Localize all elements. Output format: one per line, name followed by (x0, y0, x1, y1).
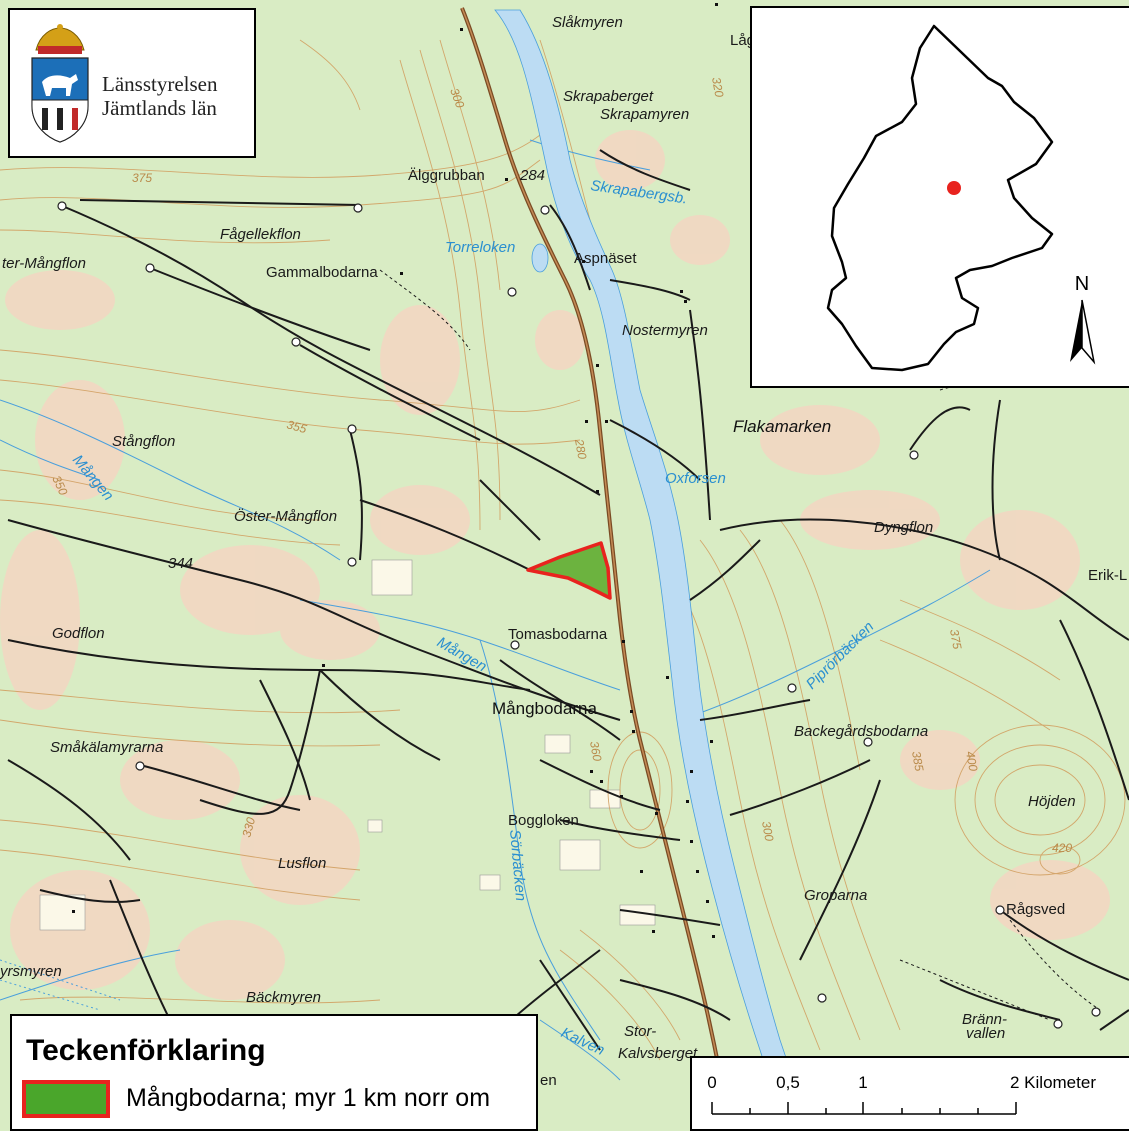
water-label: Oxforsen (665, 470, 726, 487)
place-label: Slåkmyren (552, 14, 623, 31)
streams (0, 139, 991, 1081)
logo-panel: Länsstyrelsen Jämtlands län (8, 8, 256, 158)
tracks (379, 269, 1101, 1021)
north-label: N (1075, 273, 1089, 295)
contour-label: 300 (447, 86, 467, 110)
place-label: Flakamarken (733, 417, 831, 436)
place-label: en (540, 1072, 557, 1089)
legend-swatch (22, 1080, 110, 1118)
jamtland-county-shape (826, 24, 1054, 372)
place-label: Rågsved (1006, 901, 1065, 918)
place-label: Godflon (52, 625, 105, 642)
place-label: Groparna (804, 887, 867, 904)
place-label: Erik-L (1088, 567, 1127, 584)
mire-areas (0, 130, 1110, 1000)
buildings (72, 3, 718, 938)
place-label: Boggloken (508, 812, 579, 829)
contour-label: 375 (947, 628, 964, 650)
place-label: Skrapaberget (563, 88, 654, 105)
place-label: Älggrubban (408, 167, 485, 184)
place-label: Bäckmyren (246, 989, 321, 1006)
lake-torreloken (531, 243, 549, 273)
place-label: Lusflon (278, 855, 326, 872)
place-label: 344 (168, 555, 193, 572)
contour-label: 375 (132, 171, 152, 185)
place-label: Höjden (1028, 793, 1076, 810)
scale-bar: 0 0,5 1 2 Kilometer (707, 1073, 1096, 1115)
place-label: Gammalbodarna (266, 264, 378, 281)
scale-label: 2 Kilometer (1010, 1073, 1096, 1092)
place-label: Nostermyren (622, 322, 708, 339)
county-outline: N (826, 24, 1096, 372)
contour-label: 280 (572, 437, 589, 460)
place-label: yrsmyren (0, 963, 62, 980)
overview-inset: N (750, 6, 1129, 388)
place-label: ter-Mångflon (2, 255, 86, 272)
place-label: Låg (730, 32, 755, 49)
place-label: Fågellekflon (220, 226, 301, 243)
place-label: Backegårdsbodarna (794, 723, 928, 740)
scale-label: 0 (707, 1073, 716, 1092)
road-end-markers (57, 201, 1101, 1029)
site-mangbodarna-mire[interactable] (526, 541, 612, 600)
place-label: Öster-Mångflon (234, 507, 337, 525)
location-marker (947, 181, 961, 195)
water-label: Sörbäcken (506, 829, 529, 902)
place-label: Småkälamyrarna (50, 739, 163, 756)
contour-label: 360 (587, 740, 604, 762)
place-label: Kalvsberget (618, 1045, 698, 1062)
logo-line-1: Länsstyrelsen (102, 72, 218, 96)
place-label: Aspnäset (574, 250, 637, 267)
contour-label: 355 (285, 417, 308, 436)
fields (39, 559, 656, 931)
scale-bar-panel: 0 0,5 1 2 Kilometer (690, 1056, 1129, 1131)
logo-line-2: Jämtlands län (102, 96, 217, 120)
contour-label: 385 (909, 750, 926, 772)
place-label: vallen (966, 1025, 1005, 1042)
contour-label: 320 (709, 76, 726, 98)
logo-text: Länsstyrelsen Jämtlands län (102, 72, 217, 120)
legend-panel: Teckenförklaring Mångbodarna; myr 1 km n… (10, 1014, 538, 1131)
scale-label: 0,5 (776, 1073, 800, 1092)
place-label: Tomasbodarna (508, 626, 608, 643)
river (494, 9, 811, 1129)
place-label: 284 (519, 167, 545, 184)
contour-label: 420 (1052, 841, 1072, 855)
contour-label: 300 (759, 820, 776, 842)
water-label: Torreloken (445, 239, 515, 256)
place-label: Dyngflon (874, 519, 933, 536)
place-label: Mångbodarna (492, 699, 597, 718)
legend-title: Teckenförklaring (26, 1034, 266, 1067)
scale-label: 1 (858, 1073, 867, 1092)
jamtland-coat-of-arms-icon (31, 24, 89, 143)
place-label: Bränn- (962, 1011, 1007, 1028)
legend-item-label: Mångbodarna; myr 1 km norr om (126, 1084, 491, 1112)
place-label: Stor- (624, 1023, 656, 1040)
place-label: Skrapamyren (600, 106, 689, 123)
scale-ticks (711, 1102, 1017, 1115)
north-arrow-icon (1070, 299, 1096, 365)
contour-label: 400 (963, 750, 980, 772)
forest-roads (7, 149, 1129, 1051)
contour-label: 330 (239, 815, 258, 838)
place-label: Stångflon (112, 433, 175, 450)
